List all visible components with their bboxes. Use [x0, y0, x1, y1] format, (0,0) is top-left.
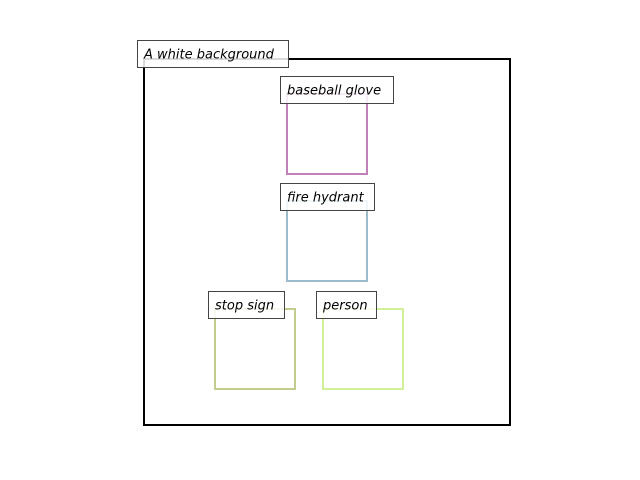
fire-hydrant-label-text: fire hydrant [287, 191, 365, 206]
person-label: person [316, 291, 377, 319]
stop-sign-box [214, 308, 296, 390]
person-box [322, 308, 404, 390]
fire-hydrant-label-bg [280, 183, 375, 211]
person-label-bg [316, 291, 377, 319]
person-label-text: person [322, 299, 368, 314]
stop-sign-label-bg [208, 291, 285, 319]
scene-caption-text: A white background [143, 48, 275, 63]
fire-hydrant-box [286, 200, 368, 282]
scene-caption-bg [137, 40, 289, 68]
scene-frame [143, 58, 511, 426]
baseball-glove-label: baseball glove [280, 76, 394, 104]
fire-hydrant-label: fire hydrant [280, 183, 375, 211]
stop-sign-label-text: stop sign [215, 299, 274, 314]
scene-caption-label: A white background [137, 40, 289, 68]
baseball-glove-label-text: baseball glove [287, 84, 381, 99]
stop-sign-label: stop sign [208, 291, 285, 319]
baseball-glove-label-bg [280, 76, 394, 104]
baseball-glove-box [286, 93, 368, 175]
